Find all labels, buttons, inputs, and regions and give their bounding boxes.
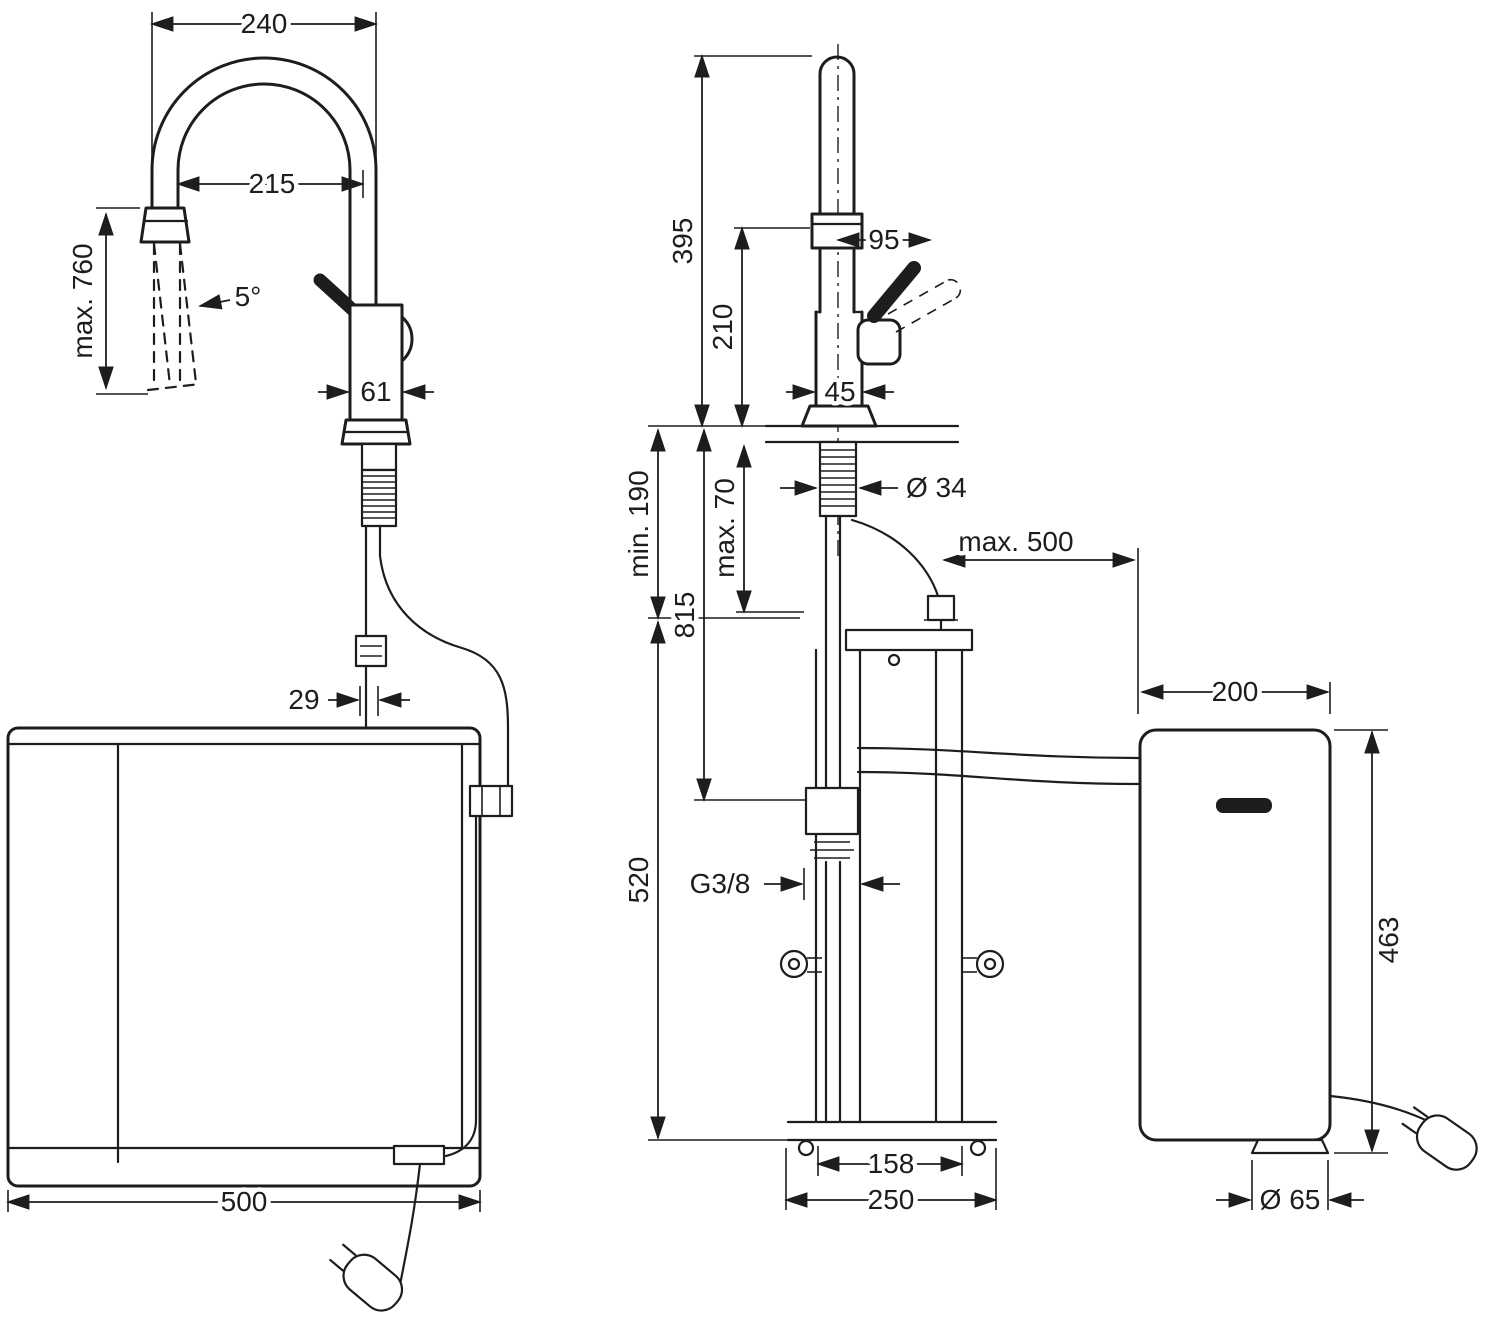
dim-max70: max. 70 bbox=[705, 444, 804, 614]
hoses-to-unit bbox=[856, 746, 1140, 786]
wall-clamp-left bbox=[779, 949, 822, 979]
dim-label-200: 200 bbox=[1212, 676, 1259, 707]
power-plug-icon bbox=[1401, 1106, 1478, 1171]
dim-95: 95 bbox=[836, 220, 932, 260]
shank-threads bbox=[360, 442, 398, 528]
dim-158: 158 bbox=[816, 1144, 964, 1184]
dim-label-29: 29 bbox=[288, 684, 319, 715]
cord-holder bbox=[392, 1144, 446, 1166]
hose-fitting bbox=[354, 634, 388, 668]
power-plug-icon bbox=[329, 1243, 404, 1312]
dim-angle: 5° bbox=[198, 277, 266, 317]
faucet-body bbox=[340, 303, 412, 446]
dim-label-500: 500 bbox=[221, 1186, 268, 1217]
faucet-front bbox=[800, 55, 962, 428]
check-valve bbox=[924, 594, 958, 634]
frame-foot bbox=[797, 1139, 815, 1157]
dim-500: 500 bbox=[6, 1182, 482, 1222]
dim-label-395: 395 bbox=[667, 218, 698, 265]
dim-label-520: 520 bbox=[623, 857, 654, 904]
dim-max500: max. 500 bbox=[942, 522, 1139, 714]
unit-foot bbox=[1250, 1138, 1330, 1155]
shank-front bbox=[818, 440, 858, 518]
wall-clamp-right bbox=[962, 949, 1005, 979]
dim-815: 815 bbox=[665, 428, 806, 802]
dim-200: 200 bbox=[1140, 672, 1331, 714]
mounting-frame bbox=[779, 628, 1005, 1157]
dim-250: 250 bbox=[784, 1148, 998, 1220]
dim-label-max760: max. 760 bbox=[67, 243, 98, 358]
dim-label-max70: max. 70 bbox=[709, 478, 740, 578]
spray-head-front bbox=[810, 212, 864, 250]
dim-label-463: 463 bbox=[1373, 917, 1404, 964]
dim-max760: max. 760 bbox=[63, 207, 148, 395]
power-cord-right bbox=[1328, 1094, 1478, 1171]
dim-210: 210 bbox=[703, 226, 810, 428]
dim-463: 463 bbox=[1334, 729, 1409, 1154]
dim-label-45: 45 bbox=[824, 376, 855, 407]
dim-395: 395 bbox=[648, 54, 812, 428]
handle-alt-position-dashed bbox=[887, 278, 962, 333]
angle-valve bbox=[804, 786, 860, 859]
dim-d34: Ø 34 bbox=[780, 468, 971, 508]
dim-g38: G3/8 bbox=[685, 864, 900, 904]
power-cord-left bbox=[329, 1162, 422, 1312]
handle-pivot bbox=[856, 318, 902, 366]
dim-label-angle: 5° bbox=[235, 281, 262, 312]
dim-label-250: 250 bbox=[868, 1184, 915, 1215]
wall-fitting bbox=[468, 784, 514, 818]
filter-unit bbox=[1138, 728, 1332, 1155]
dim-label-158: 158 bbox=[868, 1148, 915, 1179]
spout-head bbox=[139, 206, 191, 244]
dim-label-95: 95 bbox=[868, 224, 899, 255]
dim-d65: Ø 65 bbox=[1216, 1160, 1364, 1220]
dim-240: 240 bbox=[150, 4, 378, 162]
escutcheon-front bbox=[800, 404, 878, 428]
undersink-cabinet bbox=[6, 726, 482, 1188]
cabinet-hose-run bbox=[392, 784, 514, 1166]
dim-min190: min. 190 bbox=[619, 428, 800, 620]
frame-foot bbox=[969, 1139, 987, 1157]
left-view: 240 215 max. 760 5° 61 bbox=[6, 4, 514, 1312]
dim-label-210: 210 bbox=[707, 304, 738, 351]
dim-label-max500: max. 500 bbox=[958, 526, 1073, 557]
dim-label-815: 815 bbox=[669, 592, 700, 639]
right-view: 395 210 95 45 min. 190 815 bbox=[619, 44, 1478, 1220]
dim-label-61: 61 bbox=[360, 376, 391, 407]
dim-label-240: 240 bbox=[241, 8, 288, 39]
dim-61: 61 bbox=[318, 372, 434, 412]
dim-29: 29 bbox=[284, 680, 410, 720]
countertop bbox=[764, 424, 960, 444]
dim-label-d34: Ø 34 bbox=[906, 472, 967, 503]
dim-label-d65: Ø 65 bbox=[1260, 1184, 1321, 1215]
dim-label-min190: min. 190 bbox=[623, 470, 654, 577]
dim-520: 520 bbox=[619, 620, 790, 1141]
dim-215: 215 bbox=[176, 164, 365, 204]
faucet-spout-arc bbox=[150, 56, 378, 307]
pullout-hose-dashed bbox=[146, 242, 202, 392]
dim-label-215: 215 bbox=[249, 168, 296, 199]
dim-45: 45 bbox=[786, 372, 894, 412]
dim-label-g38: G3/8 bbox=[690, 868, 751, 899]
unit-logo-badge bbox=[1216, 798, 1272, 813]
